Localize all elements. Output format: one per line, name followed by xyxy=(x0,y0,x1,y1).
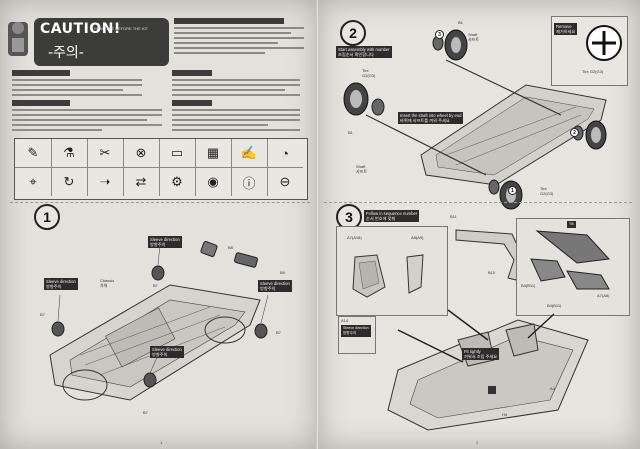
remove-tire-label: Tire G2(G3) xyxy=(582,69,604,74)
tool-knife-icon: ✎ xyxy=(15,139,52,168)
part-b10: B10 xyxy=(488,270,496,275)
part-b7-left: B7 xyxy=(40,312,45,317)
seat-right-part1: B4(B11) xyxy=(521,283,536,288)
part-h4: H4 xyxy=(502,412,508,417)
step-2-part-b1: B1 xyxy=(458,20,463,25)
file-icon: ➝ xyxy=(87,168,124,196)
sand-icon: ▦ xyxy=(195,139,232,168)
caution-header: CAUTION! -주의- READ THE BEFORE THE KIT xyxy=(4,10,304,68)
step-2-circle-3a: 3 xyxy=(435,30,444,39)
cautions-text-ko xyxy=(172,106,300,134)
separator-right xyxy=(324,202,632,203)
caution-subtitle: READ THE BEFORE THE KIT xyxy=(94,26,149,31)
drill-icon: ⌖ xyxy=(15,168,52,196)
part-a4: A4 xyxy=(550,386,555,391)
cautions-text-en xyxy=(12,106,162,134)
tilt-label: Tilt xyxy=(567,221,576,228)
step-3-right-inset: Tilt B4(B11) A7(A8) B4(B11) xyxy=(516,218,630,316)
seat-sub-drawing xyxy=(530,230,611,290)
step-2-number: 2 xyxy=(340,20,366,46)
step-1-number: 1 xyxy=(34,204,60,230)
step-2-circle-1: 1 xyxy=(508,186,517,195)
instructions-text-en xyxy=(12,76,142,99)
instructions-header xyxy=(12,70,70,76)
part-a14: A14 xyxy=(341,318,349,323)
tire-cross-icon xyxy=(586,25,622,61)
page-number-right: 2 xyxy=(476,440,479,445)
caution-korean: -주의- xyxy=(48,45,84,61)
assemble-icon: ⚙ xyxy=(159,168,196,196)
step-2-part-b1b: B1 xyxy=(348,130,353,135)
caution-title: CAUTION! xyxy=(40,21,121,37)
section-bar xyxy=(174,18,284,24)
attention-icon: ⓘ xyxy=(231,168,268,196)
part-b8: B8 xyxy=(228,245,233,250)
cut-icon: ✂ xyxy=(87,139,124,168)
hole-icon: ◉ xyxy=(195,168,232,196)
seat-drawing xyxy=(352,254,424,298)
remove-icon: ⊖ xyxy=(279,174,291,189)
repeat-icon: ↻ xyxy=(51,168,88,196)
korean-header xyxy=(172,70,212,76)
part-b7-top: B7 xyxy=(153,283,158,288)
seat-right-part3: B4(B11) xyxy=(547,303,562,308)
seat-left-part2: A8(A9) xyxy=(411,235,424,240)
left-page: CAUTION! -주의- READ THE BEFORE THE KIT ✎ … xyxy=(0,0,318,449)
parts-icon: ▭ xyxy=(159,139,196,168)
seat-right-part2: A7(A8) xyxy=(597,293,610,298)
caution-text xyxy=(174,18,304,66)
instructions-text-ko xyxy=(172,76,300,99)
glue-icon: ⚗ xyxy=(51,139,88,168)
part-b7-bottom: B7 xyxy=(143,410,148,415)
step-3-interior-drawing xyxy=(387,309,589,431)
separator xyxy=(10,202,310,203)
warning-mascot-icon xyxy=(8,22,28,56)
paint-icon: ✍ xyxy=(231,139,268,168)
seat-left-part: A7(A18) xyxy=(347,235,362,240)
step-1-chassis-drawing xyxy=(49,241,269,401)
decal-icon: ◔ xyxy=(267,139,303,168)
cautions-header xyxy=(12,100,70,106)
symbol-legend: ✎ ⚗ ✂ ⊗ ▭ ▦ ✍ ◔ ⌖ ↻ ➝ ⇄ ⚙ ◉ ⓘ ⊖ xyxy=(14,138,308,200)
page-number-left: 1 xyxy=(160,440,163,445)
part-b11: B11 xyxy=(450,214,457,219)
step-3-seat-inset: A7(A18) A8(A9) xyxy=(336,226,448,316)
part-b9: B9 xyxy=(280,270,285,275)
caution-title-box: CAUTION! -주의- READ THE BEFORE THE KIT xyxy=(34,18,169,66)
choose-icon: ⇄ xyxy=(123,168,160,196)
step-3-number: 3 xyxy=(336,204,362,230)
step-2-circle-2: 2 xyxy=(570,128,579,137)
korean-cautions-header xyxy=(172,100,212,106)
part-b7-right: B7 xyxy=(276,330,281,335)
no-glue-icon: ⊗ xyxy=(123,139,160,168)
